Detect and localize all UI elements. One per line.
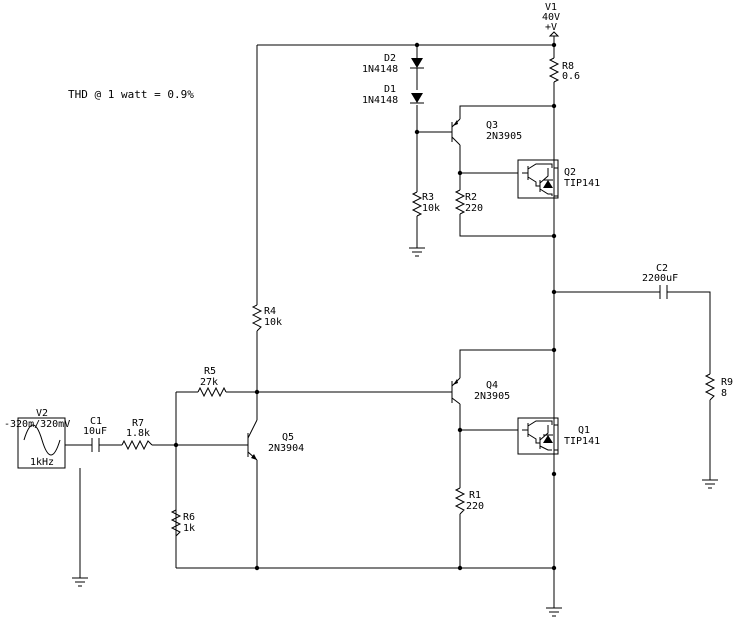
- transistor-q5[interactable]: Q5 2N3904: [242, 419, 304, 461]
- q5-value: 2N3904: [268, 443, 304, 454]
- r5-ref: R5: [204, 366, 216, 377]
- c2-ref: C2: [656, 263, 668, 274]
- r2-ref: R2: [465, 192, 477, 203]
- c1-value: 10uF: [83, 426, 107, 437]
- r9-value: 8: [721, 388, 727, 399]
- r6-value: 1k: [183, 523, 195, 534]
- d2-value: 1N4148: [362, 64, 398, 75]
- resistor-r8[interactable]: R8 0.6: [548, 57, 580, 83]
- ground-v2: [72, 577, 88, 587]
- q1-ref: Q1: [578, 425, 590, 436]
- d1-value: 1N4148: [362, 95, 398, 106]
- r3-ref: R3: [422, 192, 434, 203]
- resistor-r9[interactable]: R9 8: [704, 373, 733, 401]
- r1-ref: R1: [469, 490, 481, 501]
- d2-ref: D2: [384, 53, 396, 64]
- ground-r9: [702, 479, 718, 489]
- resistor-r6[interactable]: R6 1k: [170, 509, 195, 537]
- transistor-q2[interactable]: Q2 TIP141: [517, 159, 600, 199]
- capacitor-c2[interactable]: C2 2200uF: [642, 263, 678, 299]
- thd-annotation: THD @ 1 watt = 0.9%: [68, 88, 194, 101]
- diode-d1[interactable]: D1 1N4148: [362, 84, 424, 106]
- q4-value: 2N3905: [474, 391, 510, 402]
- v2-ref: V2: [36, 408, 48, 419]
- resistor-r2[interactable]: R2 220: [454, 189, 483, 215]
- ground-r3: [409, 247, 425, 257]
- r8-value: 0.6: [562, 71, 580, 82]
- r1-value: 220: [466, 501, 484, 512]
- transistor-q4[interactable]: Q4 2N3905: [446, 377, 510, 405]
- diode-d2[interactable]: D2 1N4148: [362, 53, 424, 75]
- wires: [65, 36, 711, 588]
- r6-ref: R6: [183, 512, 195, 523]
- resistor-r4[interactable]: R4 10k: [251, 304, 282, 332]
- v1-value: 40V: [542, 12, 560, 23]
- r9-ref: R9: [721, 377, 733, 388]
- q2-ref: Q2: [564, 167, 576, 178]
- resistor-r7[interactable]: R7 1.8k: [121, 418, 153, 451]
- d1-ref: D1: [384, 84, 396, 95]
- transistor-q3[interactable]: Q3 2N3905: [446, 118, 522, 146]
- v1-ref: V1: [545, 2, 557, 13]
- ground-main: [546, 588, 562, 617]
- resistor-r1[interactable]: R1 220: [454, 487, 484, 515]
- q4-ref: Q4: [486, 380, 498, 391]
- source-v2[interactable]: V2 -320m/320mV 1kHz: [4, 408, 70, 469]
- v2-value: -320m/320mV: [4, 419, 70, 430]
- junctions: [173, 42, 557, 571]
- resistor-r3[interactable]: R3 10k: [411, 191, 440, 217]
- r5-value: 27k: [200, 377, 218, 388]
- q1-value: TIP141: [564, 436, 600, 447]
- v2-freq: 1kHz: [30, 457, 54, 468]
- c1-ref: C1: [90, 416, 102, 427]
- c2-value: 2200uF: [642, 273, 678, 284]
- r7-ref: R7: [132, 418, 144, 429]
- r7-value: 1.8k: [126, 428, 150, 439]
- q5-ref: Q5: [282, 432, 294, 443]
- capacitor-c1[interactable]: C1 10uF: [83, 416, 107, 452]
- r2-value: 220: [465, 203, 483, 214]
- supply-v1[interactable]: V1 40V +V: [542, 2, 560, 37]
- r4-ref: R4: [264, 306, 276, 317]
- r8-ref: R8: [562, 61, 574, 72]
- resistor-r5[interactable]: R5 27k: [197, 366, 227, 398]
- q2-value: TIP141: [564, 178, 600, 189]
- q3-value: 2N3905: [486, 131, 522, 142]
- q3-ref: Q3: [486, 120, 498, 131]
- r4-value: 10k: [264, 317, 282, 328]
- v1-pin: +V: [545, 22, 557, 33]
- transistor-q1[interactable]: Q1 TIP141: [517, 417, 600, 455]
- r3-value: 10k: [422, 203, 440, 214]
